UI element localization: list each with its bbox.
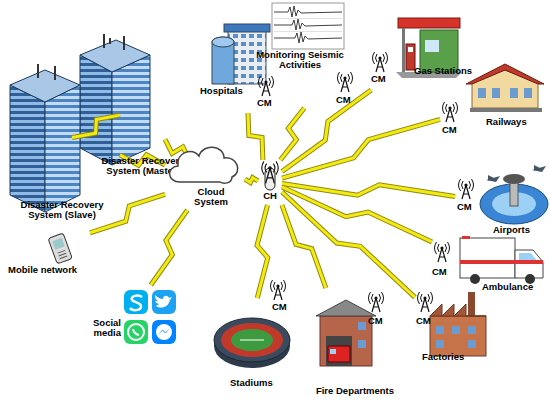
railway-station-icon: [466, 64, 544, 112]
node-tag: CM: [416, 316, 436, 326]
railway-node: RailwaysCM: [440, 60, 545, 140]
social-media-icons: [124, 290, 176, 344]
bolt-fill: [257, 205, 268, 298]
node-label: Ambulance: [482, 282, 547, 292]
node-tag: CM: [432, 267, 452, 277]
bolt-fill: [245, 178, 258, 183]
lightning-link: [280, 108, 304, 160]
node-tag: CM: [457, 202, 477, 212]
lightning-link: [248, 113, 263, 160]
node-label: Fire Departments: [305, 386, 405, 396]
cluster-head-node: CH: [258, 160, 282, 205]
bolt-outline: [245, 178, 258, 183]
node-label: Airports: [493, 225, 548, 235]
lightning-link: [282, 205, 326, 288]
airport-node: Airports CM: [455, 165, 547, 235]
bolt-outline: [151, 210, 188, 285]
lightning-link: [151, 210, 188, 285]
stadium-node: Stadiums CM: [212, 298, 292, 393]
node-label: Hospitals: [200, 86, 252, 96]
bolt-outline: [282, 90, 371, 172]
bolt-outline: [257, 205, 268, 298]
server-building: [80, 34, 150, 165]
bolt-outline: [282, 119, 440, 178]
bolt-fill: [280, 108, 304, 160]
bolt-fill: [282, 192, 415, 297]
bolt-fill: [248, 113, 263, 160]
cloud-outline: [170, 147, 238, 183]
lightning-link: [257, 205, 268, 298]
node-tag: CH: [260, 191, 280, 201]
node-tag: CM: [368, 316, 388, 326]
bolt-fill: [72, 115, 120, 137]
factory-icon: [430, 292, 486, 356]
node-tag: CM: [257, 98, 277, 108]
server-building-node: Disaster Recovery System (Master): [72, 35, 190, 185]
bolt-outline: [282, 205, 326, 288]
bolt-fill: [151, 210, 188, 285]
seismic-monitor-node: Monitoring Seismic ActivitiesCM: [272, 3, 385, 108]
node-tag: CM: [371, 74, 391, 84]
lightning-link: [282, 183, 455, 196]
mobile-phone-icon: [48, 233, 72, 264]
bolt-outline: [280, 108, 304, 160]
hospital-node: HospitalsCM: [195, 15, 270, 113]
cloud-system-node: Cloud System: [165, 138, 245, 210]
cluster-head-tower: [262, 161, 279, 190]
node-tag: CM: [336, 95, 356, 105]
ambulance-node: Ambulance CM: [432, 232, 547, 294]
node-label: Mobile network: [8, 265, 90, 275]
node-label: Cloud System: [187, 187, 235, 208]
bolt-fill: [282, 183, 455, 196]
bolt-fill: [282, 119, 440, 178]
node-label: Factories: [422, 352, 482, 362]
bolt-outline: [282, 183, 455, 196]
node-label: Disaster Recovery System (Slave): [8, 200, 116, 221]
node-label: Stadiums: [230, 378, 290, 388]
server-building-node: Disaster Recovery System (Slave): [5, 62, 120, 222]
lightning-link: [245, 178, 258, 183]
bolt-outline: [248, 113, 263, 160]
lightning-link: [72, 115, 120, 137]
node-tag: CM: [442, 125, 462, 135]
node-label: Railways: [486, 117, 541, 127]
lightning-link: [282, 90, 371, 172]
bolt-outline: [72, 115, 120, 137]
gas-station-node: Gas StationsCM: [370, 10, 460, 90]
node-tag: CM: [272, 302, 292, 312]
stadium-icon: [214, 318, 290, 368]
fire-department-icon: [316, 300, 376, 366]
cloud-shape: [165, 138, 245, 186]
seismic-chart: [272, 3, 344, 49]
social-media-node: Social media: [85, 285, 180, 360]
node-label: Monitoring Seismic Activities: [250, 50, 350, 71]
ambulance-icon: [460, 236, 543, 284]
bolt-fill: [282, 205, 326, 288]
fire-department-node: Fire DepartmentsCM: [310, 288, 400, 398]
factory-node: Factories CM: [415, 288, 490, 366]
bolt-outline: [282, 192, 415, 297]
server-building: [10, 64, 80, 212]
lightning-link: [282, 119, 440, 178]
bolt-fill: [282, 90, 371, 172]
member-antennas: [259, 52, 474, 312]
mobile-network-node: Mobile network: [5, 232, 90, 277]
node-label: Social media: [83, 318, 121, 339]
lightning-link: [282, 192, 415, 297]
node-label: Gas Stations: [414, 66, 480, 76]
airport-icon: [480, 165, 548, 224]
